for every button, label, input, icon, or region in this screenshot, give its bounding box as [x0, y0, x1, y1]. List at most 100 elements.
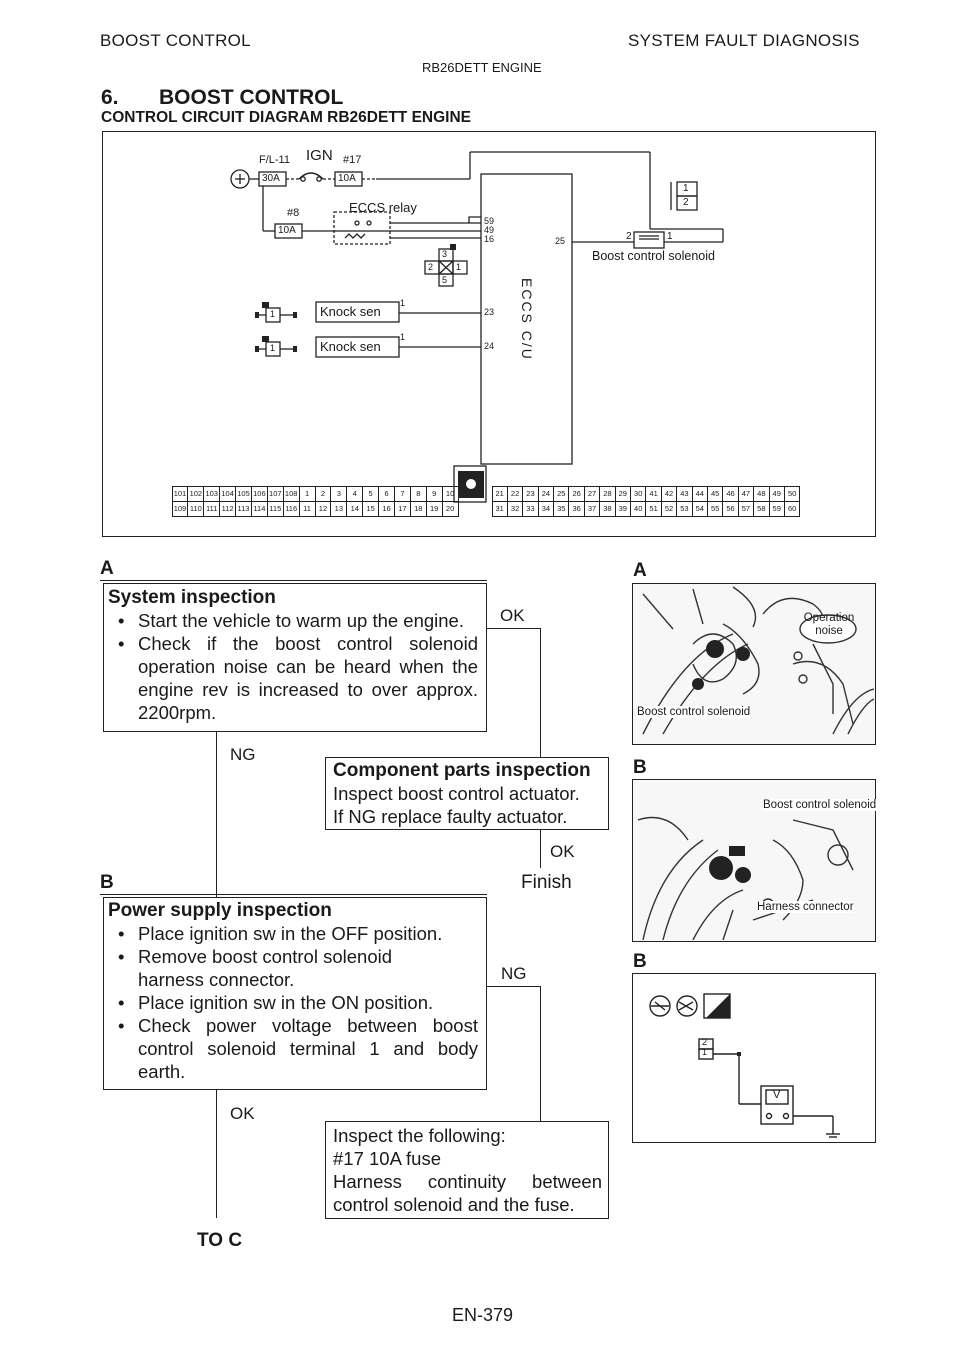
relay-pin-3: 3	[442, 249, 448, 259]
ecu-pin-59: 59	[484, 216, 495, 226]
section-subtitle: CONTROL CIRCUIT DIAGRAM RB26DETT ENGINE	[101, 109, 472, 126]
ecu-pin-cell: 3	[330, 485, 348, 502]
header-left: BOOST CONTROL	[100, 31, 251, 50]
sys-item-1: Start the vehicle to warm up the engine.	[118, 609, 478, 632]
photo-a: Operation noise Boost control solenoid	[632, 583, 876, 745]
side-label-b1: B	[633, 757, 647, 778]
ecu-pin-cell: 2	[314, 485, 332, 502]
ecu-pin-cell: 45	[706, 485, 724, 502]
ecu-pin-cell: 102	[187, 485, 205, 502]
power-supply-title: Power supply inspection	[108, 900, 332, 921]
relay-pin-1: 1	[456, 262, 462, 272]
ecu-pin-cell: 59	[768, 500, 785, 517]
meter-v-label: V	[773, 1089, 781, 1101]
inspect-line-1: Inspect the following:	[333, 1125, 506, 1146]
system-inspection-title: System inspection	[108, 587, 276, 608]
connector-ng1	[216, 732, 218, 897]
ecu-pin-cell: 40	[630, 500, 647, 517]
ecu-pin-cell: 17	[393, 500, 411, 517]
ecu-label: ECCS C/U	[519, 278, 535, 361]
sys-item-2: Check if the boost control solenoid oper…	[118, 632, 478, 724]
ok-label-3: OK	[230, 1104, 255, 1123]
ecu-pin-cell: 109	[171, 500, 189, 517]
ecu-pin-24: 24	[484, 341, 495, 351]
label-a: A	[100, 558, 114, 579]
fuse10a-value: 10A	[338, 173, 356, 184]
ecu-pin-cell: 53	[676, 500, 693, 517]
ecu-pin-cell: 115	[266, 500, 284, 517]
ecu-pin-cell: 101	[171, 485, 189, 502]
ecu-pin-cell: 43	[676, 485, 693, 502]
ecu-pin-cell: 20	[441, 500, 459, 517]
ecu-pin-cell: 104	[219, 485, 237, 502]
fuse8-label: #8	[287, 207, 300, 219]
ecu-pin-cell: 114	[250, 500, 268, 517]
photo-a-drawing	[642, 586, 874, 735]
system-inspection-box: System inspection Start the vehicle to w…	[103, 583, 487, 732]
ok-label-1: OK	[500, 606, 525, 625]
ng-label-1: NG	[230, 745, 256, 764]
ecu-pin-cell: 12	[314, 500, 332, 517]
finish-label: Finish	[521, 872, 572, 893]
page-number: EN-379	[452, 1305, 514, 1325]
connector-ng2	[487, 986, 541, 988]
knock-sensor-1: Knock sen	[320, 304, 381, 319]
solenoid-pin-2: 2	[626, 231, 632, 242]
circuit-diagram: F/L-11 IGN #17 30A 10A #8 10A ECCS relay…	[102, 131, 876, 537]
ecu-pin-cell: 32	[506, 500, 524, 517]
ecu-pin-cell: 46	[722, 485, 739, 502]
pwr-item-2: Remove boost control solenoid harness co…	[118, 945, 478, 991]
ecu-pin-cell: 108	[282, 485, 300, 502]
solenoid-label: Boost control solenoid	[592, 249, 715, 263]
header-right: SYSTEM FAULT DIAGNOSIS	[628, 31, 860, 50]
ecu-pin-cell: 111	[203, 500, 221, 517]
connector-ng2-v	[540, 986, 542, 1122]
ecu-pin-cell: 7	[393, 485, 411, 502]
connector-ok3	[216, 1090, 218, 1218]
connector-ok1	[487, 628, 541, 630]
ecu-pin-cell: 50	[783, 485, 801, 502]
ecu-pin-cell: 8	[409, 485, 427, 502]
component-inspection-title: Component parts inspection	[333, 760, 591, 781]
ecu-pin-cell: 44	[691, 485, 708, 502]
ecu-pin-cell: 116	[282, 500, 300, 517]
component-inspection-box: Component parts inspection Inspect boost…	[325, 757, 609, 830]
ecu-pin-cell: 1	[298, 485, 316, 502]
ecu-pin-cell: 58	[753, 500, 770, 517]
ecu-pin-cell: 113	[235, 500, 252, 517]
ecu-pin-cell: 33	[522, 500, 539, 517]
photo-b: Boost control solenoid Harness connector	[632, 779, 877, 942]
side-label-b2: B	[633, 951, 647, 972]
knock1-conn: 1	[270, 309, 276, 319]
ecu-pin-cell: 110	[187, 500, 205, 517]
ecu-pin-cell: 15	[362, 500, 380, 517]
ecu-pin-cell: 31	[491, 500, 508, 517]
ecu-pin-cell: 26	[568, 485, 585, 502]
ecu-pin-cell: 22	[506, 485, 524, 502]
ecu-pin-16: 16	[484, 234, 495, 244]
ng-label-2: NG	[501, 964, 527, 983]
label-a-line	[100, 580, 487, 582]
meter-pin-1: 1	[702, 1047, 708, 1057]
ecu-pin-cell: 60	[783, 500, 801, 517]
knock2-conn: 1	[270, 343, 276, 353]
knock-sensor-2: Knock sen	[320, 339, 381, 354]
ecu-pin-cell: 24	[537, 485, 555, 502]
to-c-label: TO C	[197, 1230, 243, 1251]
section-number: 6.	[101, 86, 119, 109]
knock1-pin: 1	[400, 298, 406, 308]
meter-pin-2: 2	[702, 1037, 708, 1047]
connector-ok2	[540, 830, 542, 868]
pwr-item-4: Check power voltage between boost contro…	[118, 1014, 478, 1083]
connector-ok1-v	[540, 628, 542, 758]
knock2-pin: 1	[400, 332, 406, 342]
photo-b-harness-label: Harness connector	[757, 901, 854, 913]
ecu-pin-cell: 47	[737, 485, 755, 502]
label-b-line	[100, 894, 487, 896]
inspect-line-2: #17 10A fuse	[333, 1148, 442, 1169]
circuit-svg	[230, 151, 724, 503]
ecu-pin-cell: 25	[553, 485, 570, 502]
ecu-pin-cell: 27	[583, 485, 601, 502]
ecu-pin-cell: 49	[768, 485, 785, 502]
